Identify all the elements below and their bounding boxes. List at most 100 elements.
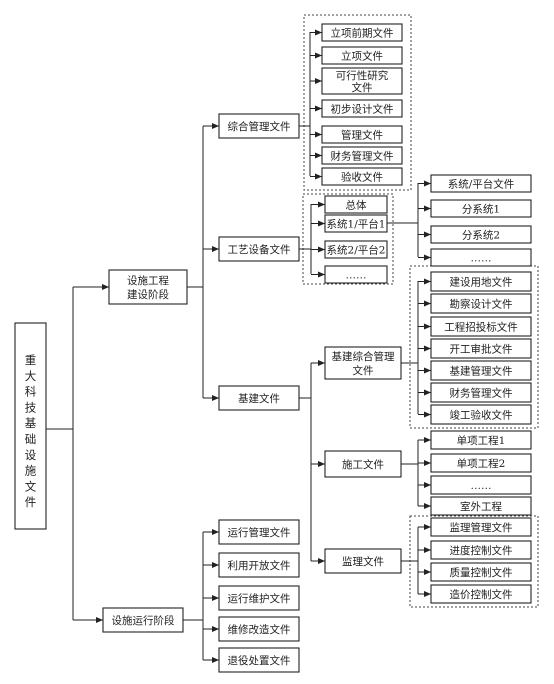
root-char: 科 [25,385,37,399]
svg-text:单项工程2: 单项工程2 [457,458,506,470]
supervision-label: 监理文件 [342,555,384,568]
root-char: 大 [25,369,37,383]
svg-text:财务管理文件: 财务管理文件 [450,387,513,400]
construction-stage-node: 设施工程 建设阶段 [108,269,188,305]
svg-text:建设用地文件: 建设用地文件 [450,276,513,289]
management-doc-box: 立项文件 [321,46,403,65]
comprehensive-doc-box: 财务管理文件 [430,382,532,403]
svg-text:监理管理文件: 监理管理文件 [450,521,513,534]
svg-text:工程招投标文件: 工程招投标文件 [444,321,518,334]
root-char: 文 [25,479,37,493]
construction-node: 施工文件 [324,450,402,478]
construction-doc-box: 室外工程 [430,496,532,516]
svg-text:财务管理文件: 财务管理文件 [331,150,394,163]
svg-text:立项前期文件: 立项前期文件 [331,27,394,40]
civil-label: 基建文件 [238,392,280,405]
svg-text:系统1/平台1: 系统1/平台1 [327,218,386,231]
svg-text:运行维护文件: 运行维护文件 [228,592,291,605]
svg-text:勘察设计文件: 勘察设计文件 [450,298,513,311]
comprehensive-doc-box: 建设用地文件 [430,271,532,292]
svg-text:可行性研究: 可行性研究 [336,69,389,82]
construction-doc-box: 单项工程1 [430,430,532,450]
svg-text:室外工程: 室外工程 [460,500,502,513]
root-char: 基 [25,416,37,430]
comprehensive-doc-box: 工程招投标文件 [430,316,532,337]
operation-stage-label: 设施运行阶段 [112,614,175,627]
leaf-boxes: 立项前期文件立项文件可行性研究文件初步设计文件管理文件财务管理文件验收文件总体系… [218,23,532,673]
equipment-label: 工艺设备文件 [228,243,291,256]
svg-text:运行管理文件: 运行管理文件 [228,526,291,539]
supervision-doc-box: 监理管理文件 [430,517,532,537]
construction-doc-box: …… [430,475,532,495]
svg-text:质量控制文件: 质量控制文件 [450,566,513,579]
root-char: 技 [25,400,37,414]
operation-doc-box: 维修改造文件 [218,616,300,642]
operation-doc-box: 利用开放文件 [218,552,300,578]
platform-item-box: …… [430,248,532,267]
connector-lines [46,29,431,663]
comprehensive-doc-box: 勘察设计文件 [430,293,532,314]
root-char: 设 [25,448,37,462]
comprehensive-node: 基建综合管理 文件 [324,346,402,380]
svg-text:分系统2: 分系统2 [462,229,500,242]
platform-item-box: 系统/平台文件 [430,174,532,193]
svg-text:系统/平台文件: 系统/平台文件 [448,178,515,191]
equipment-item-box: 系统1/平台1 [324,214,388,233]
svg-text:单项工程1: 单项工程1 [457,435,506,447]
comprehensive-doc-box: 竣工验收文件 [430,404,532,425]
management-doc-box: 初步设计文件 [321,99,403,118]
platform-item-box: 分系统1 [430,199,532,218]
root-char: 件 [25,495,37,509]
construction-stage-line-2: 建设阶段 [127,288,169,301]
construction-doc-box: 单项工程2 [430,453,532,473]
supervision-doc-box: 造价控制文件 [430,584,532,604]
equipment-items-group [302,193,394,285]
comprehensive-label-line-2: 文件 [353,364,374,377]
platform-item-box: 分系统2 [430,225,532,244]
svg-text:……: …… [471,253,492,265]
operation-stage-node: 设施运行阶段 [102,607,184,633]
svg-text:立项文件: 立项文件 [341,50,383,63]
svg-text:造价控制文件: 造价控制文件 [450,588,513,601]
construction-docs-label: 施工文件 [342,458,384,471]
svg-text:系统2/平台2: 系统2/平台2 [327,244,386,257]
equipment-item-box: …… [324,265,388,284]
svg-text:开工审批文件: 开工审批文件 [450,343,513,356]
root-char: 重 [25,353,37,367]
svg-text:总体: 总体 [346,199,367,212]
svg-text:……: …… [471,480,492,492]
operation-doc-box: 退役处置文件 [218,647,300,673]
management-docs-group [303,14,412,191]
management-node: 综合管理文件 [218,113,300,139]
root-char: 施 [25,464,37,478]
operation-doc-box: 运行管理文件 [218,519,300,545]
svg-text:进度控制文件: 进度控制文件 [450,544,513,557]
svg-text:验收文件: 验收文件 [341,171,383,184]
supervision-node: 监理文件 [324,548,402,574]
root-char: 础 [25,432,37,446]
svg-text:初步设计文件: 初步设计文件 [331,103,394,116]
comprehensive-doc-box: 基建管理文件 [430,360,532,381]
svg-text:分系统1: 分系统1 [462,203,500,216]
comprehensive-label-line-1: 基建综合管理 [332,350,395,363]
svg-text:竣工验收文件: 竣工验收文件 [450,409,513,422]
supervision-doc-box: 进度控制文件 [430,540,532,560]
supervision-doc-box: 质量控制文件 [430,562,532,582]
svg-text:……: …… [346,270,367,282]
management-doc-box: 立项前期文件 [321,23,403,42]
operation-doc-box: 运行维护文件 [218,585,300,611]
svg-text:文件: 文件 [352,81,373,94]
comprehensive-doc-box: 开工审批文件 [430,338,532,359]
svg-text:退役处置文件: 退役处置文件 [228,654,291,667]
management-doc-box: 验收文件 [321,167,403,186]
construction-stage-line-1: 设施工程 [127,274,169,287]
management-doc-box: 财务管理文件 [321,146,403,165]
equipment-item-box: 总体 [324,195,388,214]
civil-node: 基建文件 [218,385,300,411]
svg-text:利用开放文件: 利用开放文件 [228,559,291,572]
management-doc-box: 管理文件 [321,125,403,144]
equipment-item-box: 系统2/平台2 [324,240,388,259]
